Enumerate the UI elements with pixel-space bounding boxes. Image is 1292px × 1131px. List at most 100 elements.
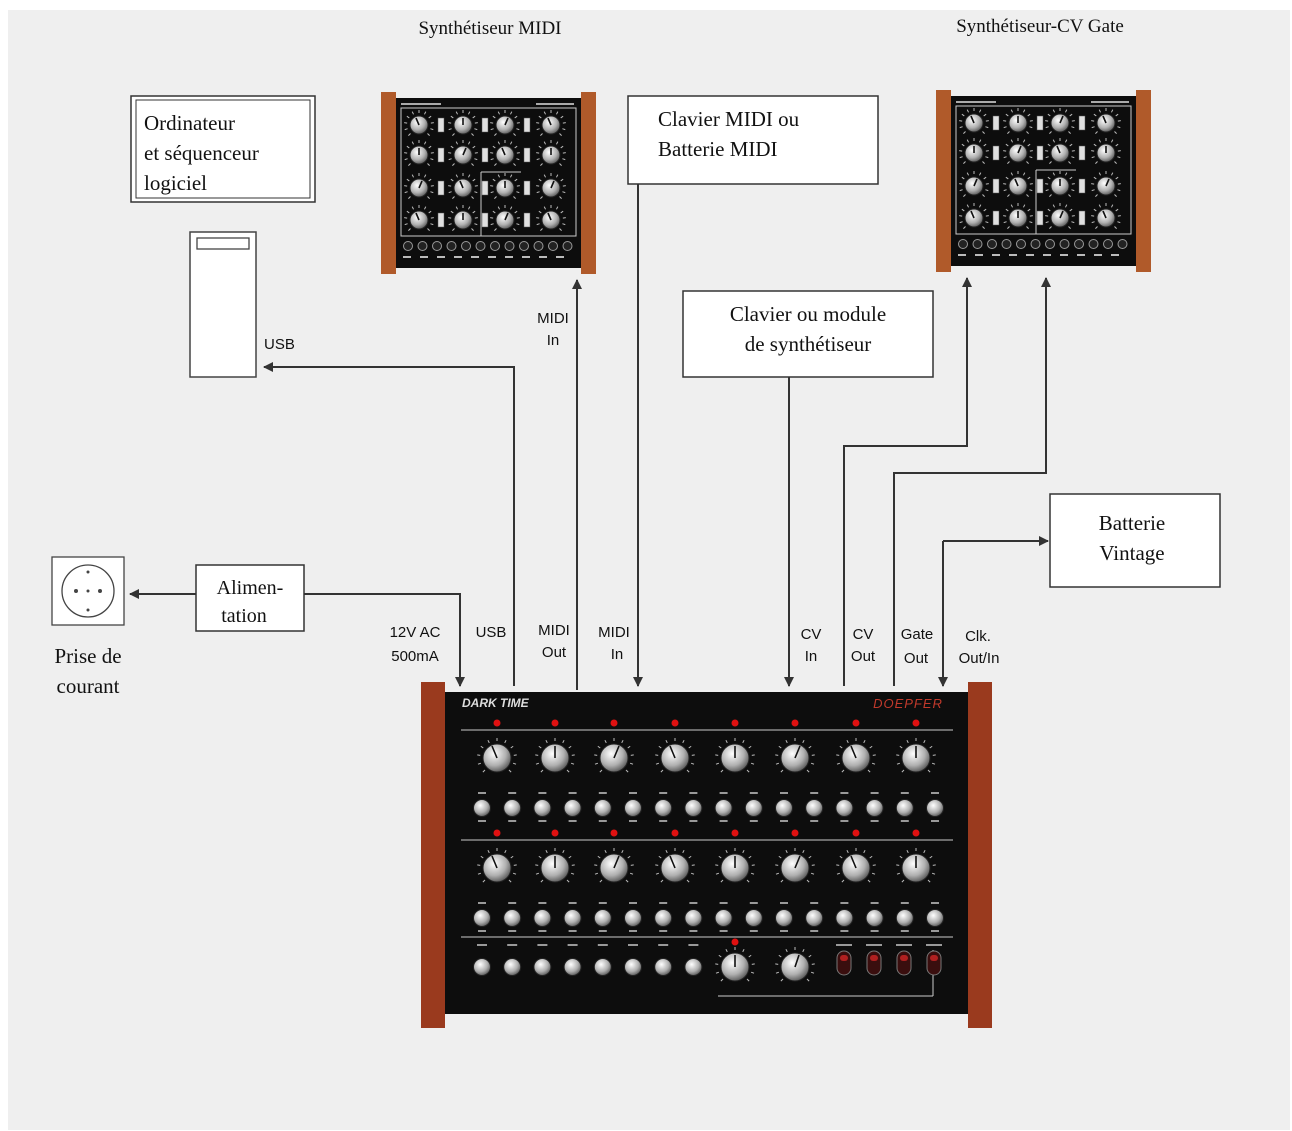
- step-button[interactable]: [534, 800, 551, 817]
- synth-jack[interactable]: [959, 240, 968, 249]
- synth-jack[interactable]: [404, 242, 413, 251]
- transport-button[interactable]: [897, 951, 911, 975]
- transport-button[interactable]: [867, 951, 881, 975]
- step-button[interactable]: [715, 910, 732, 927]
- step-button[interactable]: [836, 910, 853, 927]
- step-button[interactable]: [806, 800, 823, 817]
- step-button[interactable]: [806, 910, 823, 927]
- step-button[interactable]: [474, 800, 491, 817]
- step-button[interactable]: [625, 910, 642, 927]
- synth-jack[interactable]: [1089, 240, 1098, 249]
- step-button[interactable]: [625, 800, 642, 817]
- step-button[interactable]: [745, 800, 762, 817]
- synth-jack[interactable]: [1002, 240, 1011, 249]
- synth-switch[interactable]: [524, 213, 530, 227]
- synth-jack[interactable]: [1075, 240, 1084, 249]
- synth-switch[interactable]: [1037, 146, 1043, 160]
- step-button[interactable]: [776, 800, 793, 817]
- step-button[interactable]: [745, 910, 762, 927]
- synth-switch[interactable]: [524, 148, 530, 162]
- synth-jack[interactable]: [491, 242, 500, 251]
- function-button[interactable]: [685, 959, 702, 976]
- transport-button[interactable]: [927, 951, 941, 975]
- synth-switch[interactable]: [993, 179, 999, 193]
- step-button[interactable]: [564, 800, 581, 817]
- function-button[interactable]: [534, 959, 551, 976]
- synth-jack[interactable]: [1060, 240, 1069, 249]
- transport-button[interactable]: [837, 951, 851, 975]
- synth-switch[interactable]: [1079, 211, 1085, 225]
- button-label-mark: [659, 820, 667, 822]
- synth-switch[interactable]: [993, 116, 999, 130]
- synth-switch[interactable]: [482, 118, 488, 132]
- synth-switch[interactable]: [524, 118, 530, 132]
- synth-switch[interactable]: [482, 181, 488, 195]
- synth-switch[interactable]: [438, 181, 444, 195]
- function-button[interactable]: [504, 959, 521, 976]
- step-button[interactable]: [685, 910, 702, 927]
- step-button[interactable]: [594, 800, 611, 817]
- step-button[interactable]: [685, 800, 702, 817]
- step-button[interactable]: [927, 910, 944, 927]
- synth-jack[interactable]: [1104, 240, 1113, 249]
- step-button[interactable]: [896, 910, 913, 927]
- synth-jack[interactable]: [1031, 240, 1040, 249]
- step-button[interactable]: [474, 910, 491, 927]
- synth-switch[interactable]: [438, 213, 444, 227]
- synth-jack[interactable]: [563, 242, 572, 251]
- function-button[interactable]: [594, 959, 611, 976]
- synth-jack[interactable]: [1118, 240, 1127, 249]
- function-button[interactable]: [564, 959, 581, 976]
- function-button[interactable]: [474, 959, 491, 976]
- synth-jack[interactable]: [534, 242, 543, 251]
- synth-switch[interactable]: [1079, 146, 1085, 160]
- function-button[interactable]: [625, 959, 642, 976]
- synth-switch[interactable]: [1079, 116, 1085, 130]
- step-button[interactable]: [927, 800, 944, 817]
- step-button[interactable]: [534, 910, 551, 927]
- synth-switch[interactable]: [482, 213, 488, 227]
- step-button[interactable]: [836, 800, 853, 817]
- button-label-mark: [629, 820, 637, 822]
- synth-switch[interactable]: [1037, 116, 1043, 130]
- button-label-mark: [508, 902, 516, 904]
- synth-jack[interactable]: [433, 242, 442, 251]
- step-button[interactable]: [594, 910, 611, 927]
- function-button[interactable]: [655, 959, 672, 976]
- synth-switch[interactable]: [438, 148, 444, 162]
- synth-jack[interactable]: [973, 240, 982, 249]
- synth-switch[interactable]: [524, 181, 530, 195]
- step-button[interactable]: [504, 910, 521, 927]
- step-button[interactable]: [655, 800, 672, 817]
- synth-switch[interactable]: [438, 118, 444, 132]
- synth-switch[interactable]: [1079, 179, 1085, 193]
- step-led: [853, 830, 860, 837]
- step-button[interactable]: [715, 800, 732, 817]
- synth-jack[interactable]: [549, 242, 558, 251]
- synth-switch[interactable]: [1037, 211, 1043, 225]
- synth-jack[interactable]: [476, 242, 485, 251]
- synth-jack[interactable]: [1046, 240, 1055, 249]
- synth-jack[interactable]: [505, 242, 514, 251]
- synth-jack[interactable]: [520, 242, 529, 251]
- synth-jack[interactable]: [462, 242, 471, 251]
- synth-jack[interactable]: [447, 242, 456, 251]
- synth-switch[interactable]: [482, 148, 488, 162]
- synth-switch[interactable]: [993, 211, 999, 225]
- synth-switch[interactable]: [1037, 179, 1043, 193]
- step-button[interactable]: [564, 910, 581, 927]
- button-label-mark: [810, 792, 818, 794]
- step-button[interactable]: [866, 910, 883, 927]
- synth-jack[interactable]: [988, 240, 997, 249]
- step-button[interactable]: [776, 910, 793, 927]
- synth-jack[interactable]: [418, 242, 427, 251]
- synth-switch[interactable]: [993, 146, 999, 160]
- step-button[interactable]: [866, 800, 883, 817]
- jack-label-mark: [1009, 254, 1017, 256]
- synth-jack[interactable]: [1017, 240, 1026, 249]
- step-button[interactable]: [896, 800, 913, 817]
- step-button[interactable]: [655, 910, 672, 927]
- step-button[interactable]: [504, 800, 521, 817]
- step-led: [552, 720, 559, 727]
- wood-side-left: [936, 90, 951, 272]
